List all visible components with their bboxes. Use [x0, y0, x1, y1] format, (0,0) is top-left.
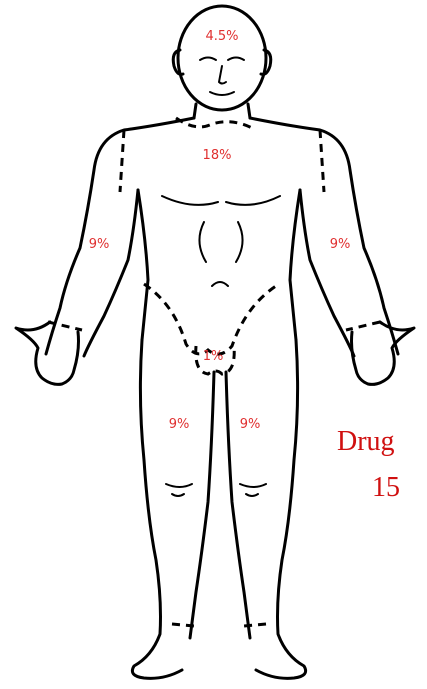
ankle-border-right	[172, 624, 194, 626]
label-groin: 1%	[203, 349, 224, 364]
label-head: 4.5%	[205, 29, 238, 44]
left-knee	[240, 484, 266, 496]
label-left-leg: 9%	[240, 417, 261, 432]
label-torso: 18%	[203, 148, 232, 163]
left-leg-outer	[256, 340, 306, 678]
waist-border	[144, 284, 276, 354]
shoulder-border-right	[120, 130, 124, 192]
right-leg-outer	[132, 340, 182, 678]
body-outline	[16, 6, 414, 678]
torso-left-side	[250, 118, 398, 354]
left-inner-arm	[300, 190, 354, 356]
face-features	[200, 58, 244, 96]
drug-number: 15	[372, 474, 400, 502]
torso-right-side	[46, 118, 194, 354]
right-leg-inner	[190, 372, 214, 638]
chest-lines	[162, 196, 280, 286]
left-hand	[352, 322, 415, 384]
torso-waist-right	[138, 190, 148, 340]
right-inner-arm	[84, 190, 138, 356]
label-right-leg: 9%	[169, 417, 190, 432]
right-knee	[166, 484, 192, 496]
ankle-border-left	[244, 624, 266, 626]
drug-label: Drug	[337, 428, 395, 456]
torso-waist-left	[290, 190, 300, 340]
label-right-arm: 9%	[89, 237, 110, 252]
shoulder-border-left	[320, 130, 324, 192]
label-left-arm: 9%	[330, 237, 351, 252]
left-leg-inner	[226, 372, 250, 638]
wrist-border-left	[346, 322, 380, 330]
